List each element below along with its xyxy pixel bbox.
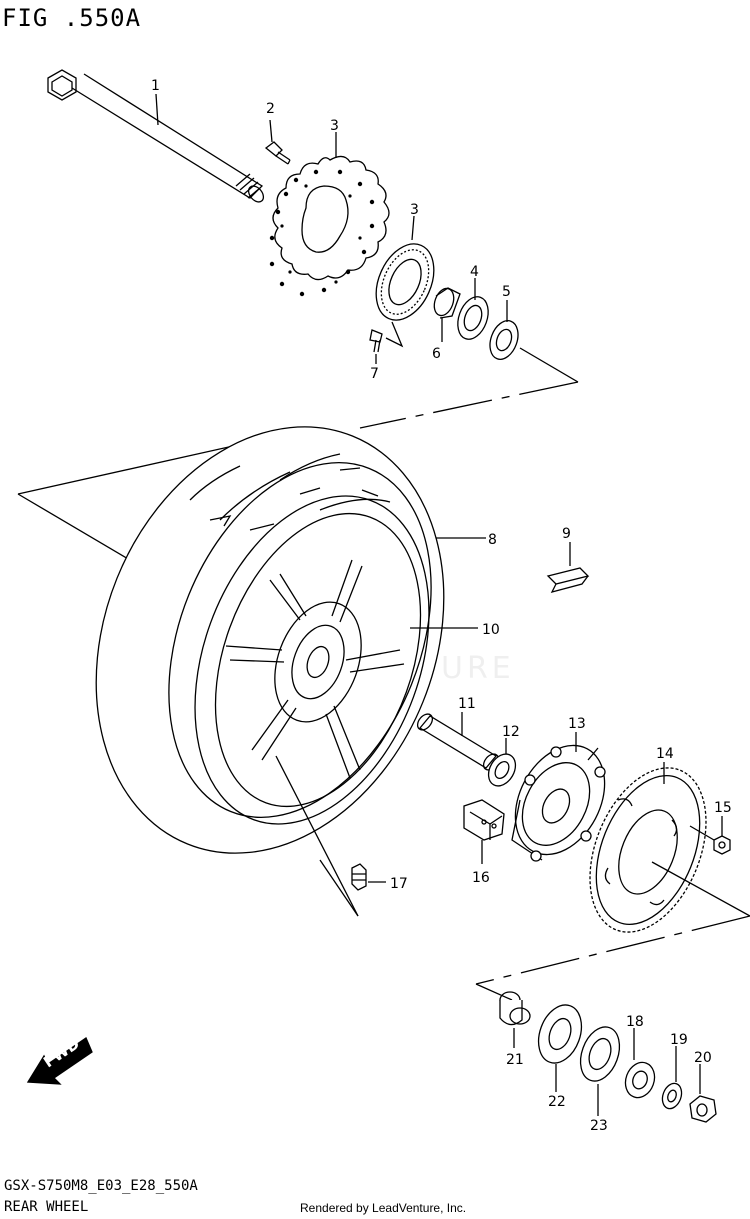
part-21-tyre — [95, 426, 486, 854]
part-8-screw — [369, 329, 383, 364]
part-11-washer — [661, 1046, 683, 1110]
part-22-valve — [275, 755, 386, 917]
callout-16: 22 — [548, 1094, 566, 1110]
callout-14: 13 — [568, 716, 586, 732]
callout-20: 15 — [714, 800, 732, 816]
part-20-nut — [689, 816, 731, 855]
part-4-oil-seal — [457, 278, 489, 340]
part-6-bolt — [264, 119, 291, 165]
part-10-nut — [689, 1064, 717, 1123]
callout-12: 6 — [432, 346, 441, 362]
part-2-spacer-tube — [416, 712, 500, 771]
callout-4: 4 — [470, 264, 479, 280]
part-23-balance-weight — [546, 542, 590, 593]
part-9-axle — [47, 69, 265, 203]
part-14-sprocket-hub — [511, 732, 606, 862]
part-3-bearing-upper — [489, 300, 519, 360]
callout-22: 17 — [390, 876, 408, 892]
part-1-wheel-rim — [194, 495, 478, 825]
part-5-brake-disc — [269, 132, 390, 297]
part-13-collar — [624, 1028, 656, 1099]
callout-labels: 1 2 3 3 4 5 6 7 8 9 10 11 12 13 14 15 16… — [151, 78, 732, 1134]
centerline-upper — [17, 347, 579, 561]
callout-1: 10 — [482, 622, 500, 638]
part-15-spacer — [499, 991, 531, 1048]
part-12-spacer — [433, 287, 461, 342]
figure-title: FIG .550A — [2, 4, 142, 32]
callout-10: 20 — [694, 1050, 712, 1066]
part-7-sensor-ring — [375, 215, 435, 348]
callout-23: 9 — [562, 526, 571, 542]
callout-21: 8 — [488, 532, 497, 548]
callout-6: 2 — [266, 101, 275, 117]
callout-19: 14 — [656, 746, 674, 762]
part-16-bearing — [537, 1004, 583, 1092]
part-18-damper — [463, 799, 505, 864]
callout-11: 19 — [670, 1032, 688, 1048]
callout-8: 7 — [370, 366, 379, 382]
callout-17: 23 — [590, 1118, 608, 1134]
forward-arrow-icon: FWD — [26, 1034, 93, 1085]
page-label: REAR WHEEL — [4, 1199, 89, 1215]
callout-3-lower: 12 — [502, 724, 520, 740]
callout-5: 3 — [330, 118, 339, 134]
callout-7: 3 — [410, 202, 419, 218]
centerline-lower — [475, 861, 750, 1001]
callout-13: 18 — [626, 1014, 644, 1030]
callout-3-upper: 5 — [502, 284, 511, 300]
callout-9: 1 — [151, 78, 160, 94]
model-code: GSX-S750M8_E03_E28_550A — [4, 1178, 198, 1194]
part-17-oil-seal — [579, 1026, 621, 1116]
render-credit: Rendered by LeadVenture, Inc. — [300, 1201, 467, 1215]
part-3-bearing-lower — [487, 738, 517, 787]
callout-18: 16 — [472, 870, 490, 886]
part-19-sprocket — [589, 762, 707, 933]
callout-15: 21 — [506, 1052, 524, 1068]
callout-2: 11 — [458, 696, 476, 712]
